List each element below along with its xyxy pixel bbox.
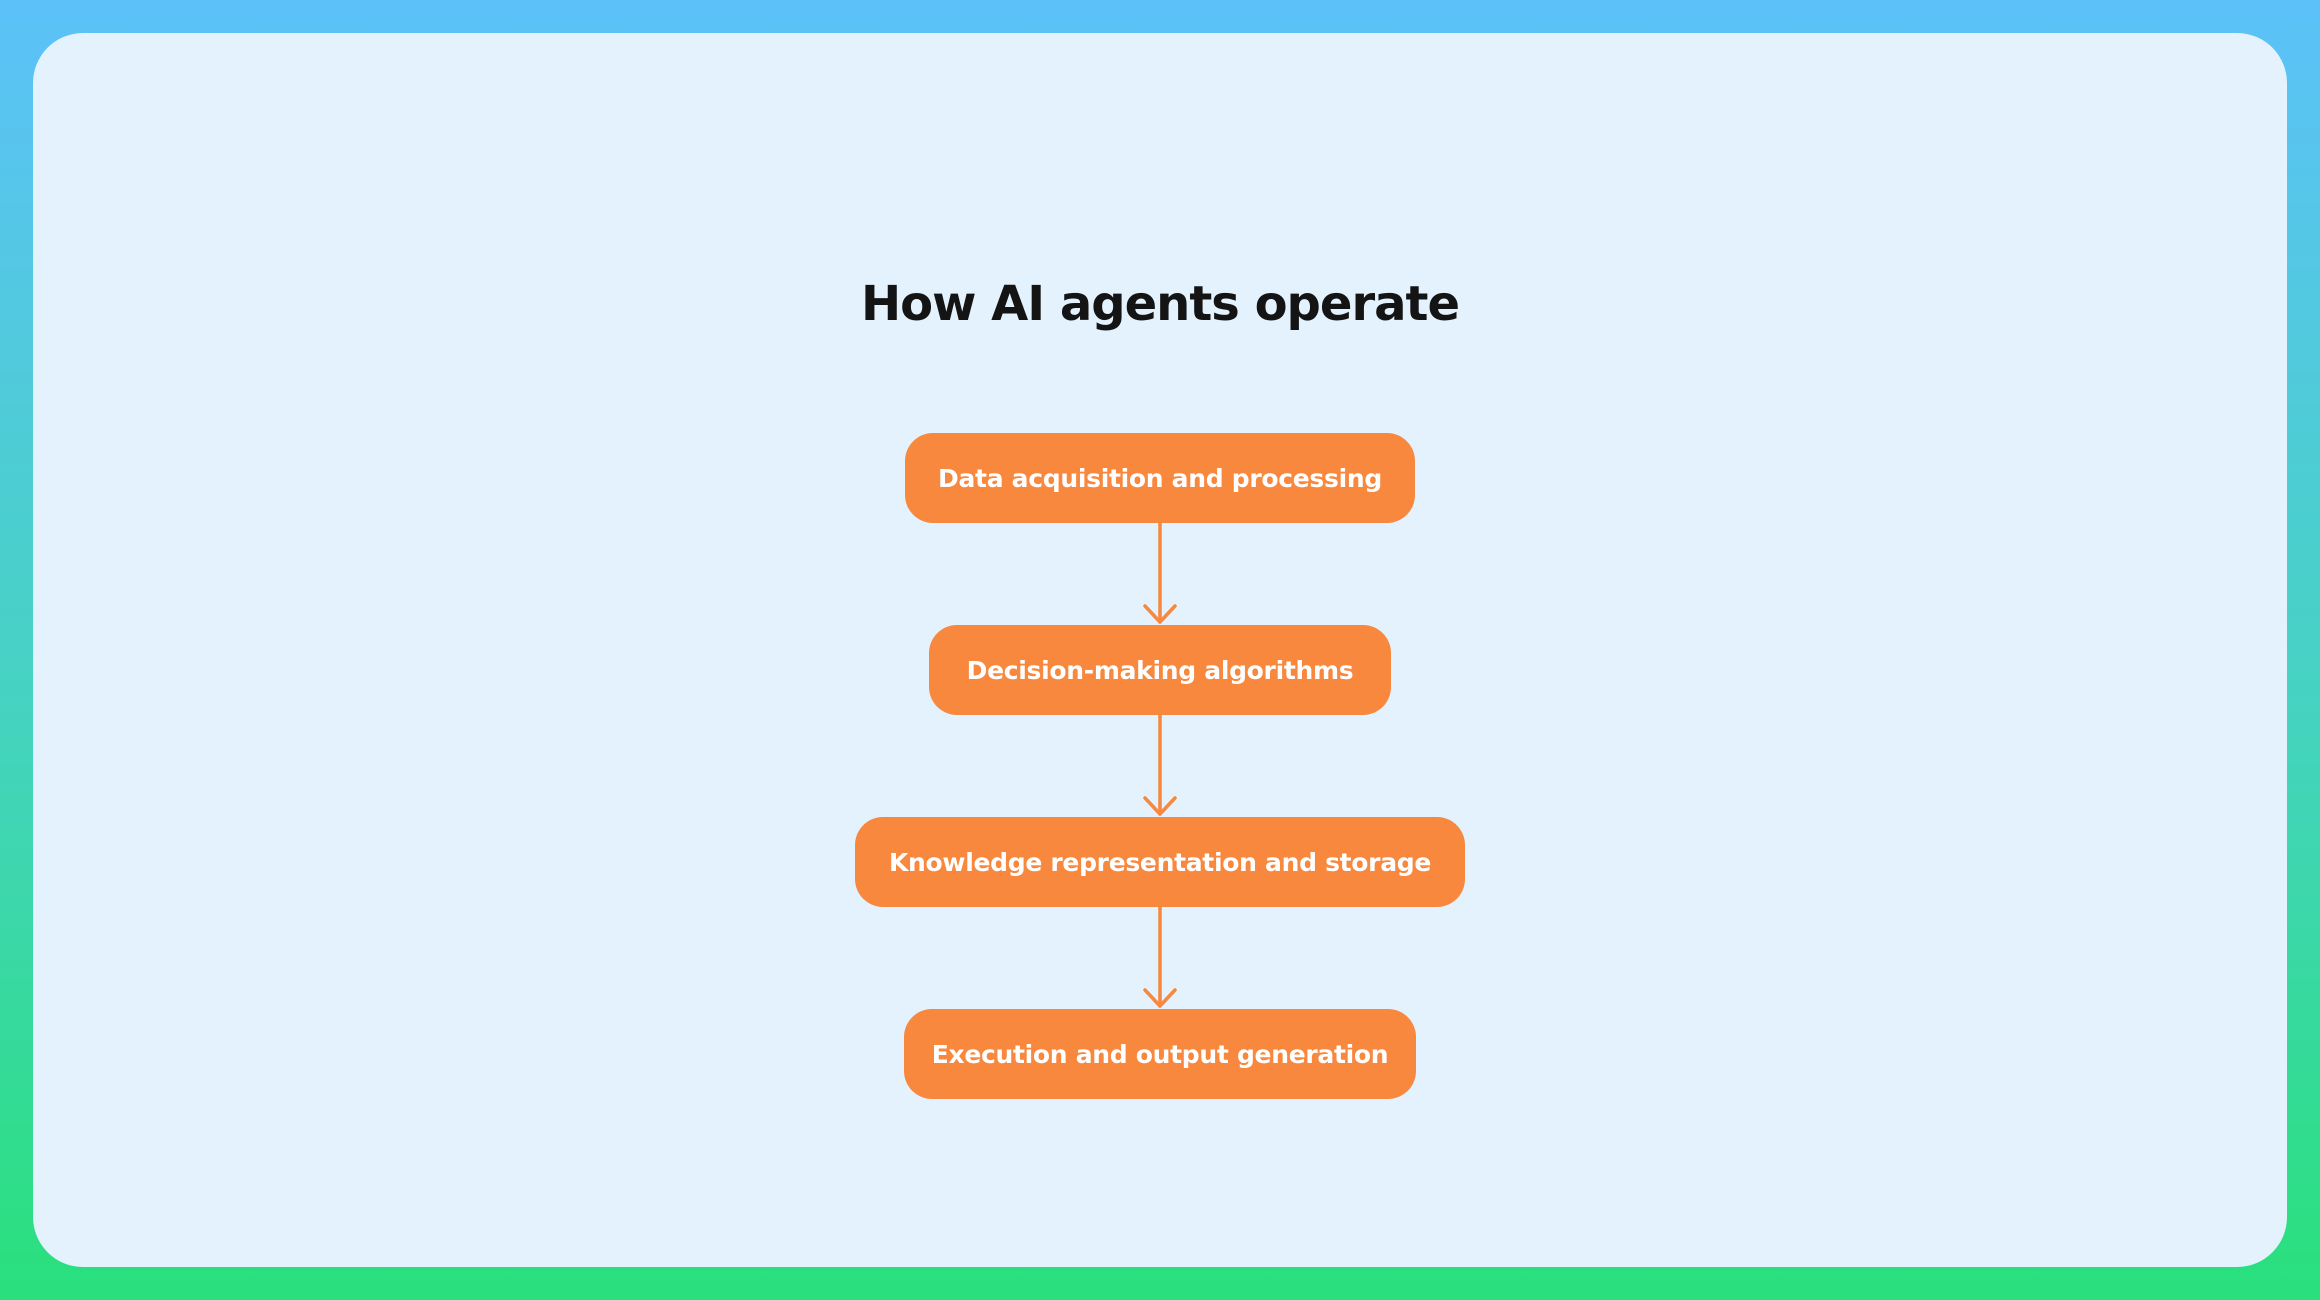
arrow-down-icon [1143, 715, 1177, 816]
flow-step-knowledge-representation: Knowledge representation and storage [855, 817, 1465, 907]
flow-step-label: Knowledge representation and storage [888, 847, 1432, 877]
flow-step-execution-output: Execution and output generation [904, 1009, 1416, 1099]
flow-step-data-acquisition: Data acquisition and processing [905, 433, 1415, 523]
arrow-down-icon [1143, 523, 1177, 624]
flow-step-label: Execution and output generation [931, 1039, 1389, 1069]
arrow-down-icon [1143, 907, 1177, 1008]
flow-step-label: Data acquisition and processing [938, 463, 1382, 493]
flowchart: Data acquisition and processing Decision… [33, 433, 2287, 1099]
page-title: How AI agents operate [860, 276, 1460, 332]
flow-step-decision-making: Decision-making algorithms [929, 625, 1391, 715]
canvas-card: How AI agents operate Data acquisition a… [33, 33, 2287, 1267]
flow-step-label: Decision-making algorithms [966, 655, 1354, 685]
